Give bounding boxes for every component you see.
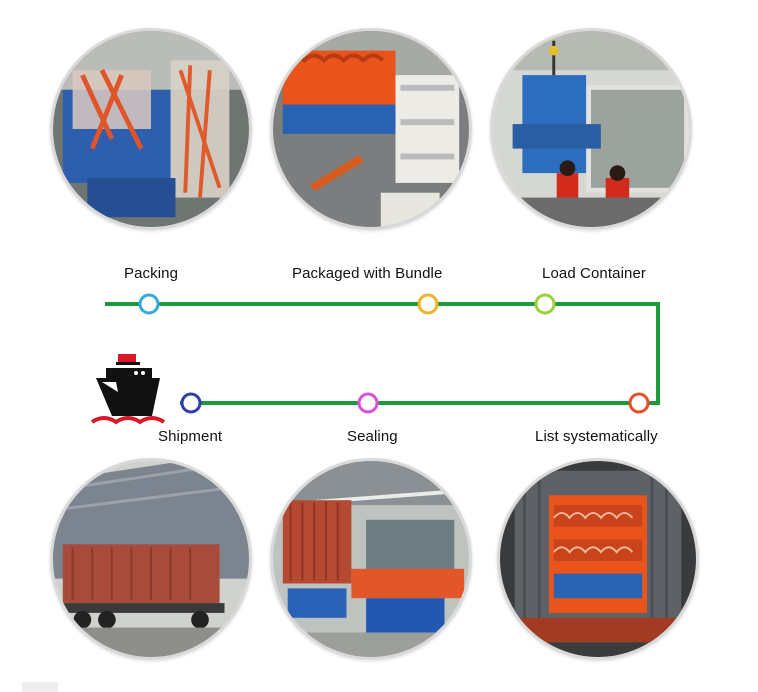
list-node — [628, 392, 650, 414]
flow-line — [105, 302, 660, 405]
packing-node — [138, 293, 160, 315]
ship-icon — [90, 354, 166, 425]
container-machine-image — [500, 461, 696, 657]
photo-list-systematically — [497, 458, 699, 660]
shipment-truck-image — [53, 461, 249, 657]
shipment-node — [180, 392, 202, 414]
label-shipment: Shipment — [158, 428, 223, 445]
label-load-container: Load Container — [542, 265, 646, 282]
photo-shipment — [50, 458, 252, 660]
packing-machine-image — [53, 31, 249, 227]
label-list-systematically: List systematically — [535, 428, 658, 445]
sealing-node — [357, 392, 379, 414]
label-sealing: Sealing — [347, 428, 398, 445]
container-node — [534, 293, 556, 315]
photo-packaged-with-bundle — [270, 28, 472, 230]
photo-packing — [50, 28, 252, 230]
sealing-image — [273, 461, 469, 657]
label-packing: Packing — [124, 265, 179, 282]
label-packaged-with-bundle: Packaged with Bundle — [292, 265, 443, 282]
bundle-node — [417, 293, 439, 315]
footer-mark — [22, 682, 58, 692]
bundle-image — [273, 31, 469, 227]
photo-sealing — [270, 458, 472, 660]
